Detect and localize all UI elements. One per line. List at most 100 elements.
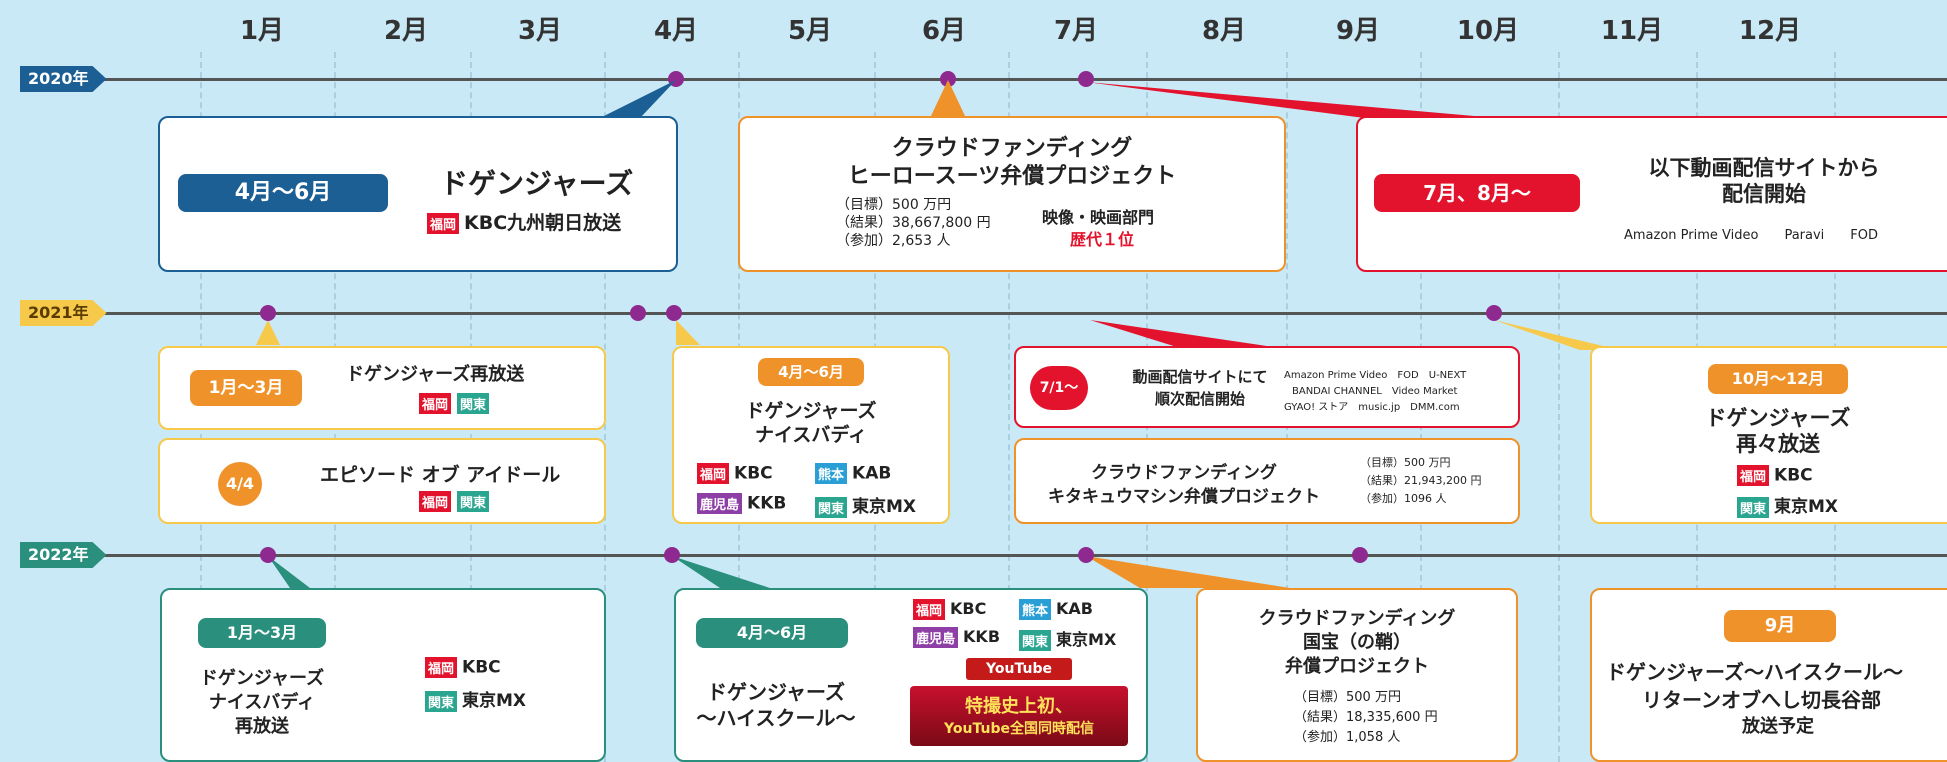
region-tag-kanto: 関東 bbox=[422, 688, 460, 714]
region-tags: 福岡関東 bbox=[416, 391, 494, 416]
goal-line: （目標）500 万円 bbox=[1294, 690, 1401, 705]
event-card-2020-crowdfunding: クラウドファンディング ヒーロースーツ弁償プロジェクト （目標）500 万円 （… bbox=[738, 116, 1286, 272]
period-badge: 7月、8月～ bbox=[1374, 174, 1580, 212]
region-tags: 福岡関東 bbox=[416, 489, 494, 514]
event-note: 放送予定 bbox=[1742, 716, 1814, 737]
special-note-banner: 特撮史上初、 YouTube全国同時配信 bbox=[910, 686, 1128, 746]
region-tag-fukuoka: 福岡 bbox=[694, 461, 732, 486]
event-marker bbox=[260, 547, 276, 563]
date-badge: 7/1～ bbox=[1030, 366, 1088, 410]
site-list: BANDAI CHANNEL Video Market bbox=[1292, 386, 1458, 397]
event-marker bbox=[1486, 305, 1502, 321]
event-marker bbox=[260, 305, 276, 321]
year-label-2022: 2022年 bbox=[20, 542, 107, 568]
event-marker bbox=[664, 547, 680, 563]
special-note-line: YouTube全国同時配信 bbox=[944, 721, 1094, 737]
goal-line: （目標）500 万円 bbox=[836, 197, 952, 213]
month-label: 7月 bbox=[1053, 16, 1099, 46]
month-divider bbox=[1008, 52, 1010, 762]
event-subtitle: リターンオブへし切長谷部 bbox=[1642, 688, 1881, 712]
month-label: 9月 bbox=[1335, 16, 1381, 46]
event-title: ドゲンジャーズ bbox=[707, 680, 845, 704]
result-line: （結果）18,335,600 円 bbox=[1294, 710, 1438, 725]
timeline-axis-2021 bbox=[30, 312, 1947, 315]
event-marker bbox=[1078, 71, 1094, 87]
event-note: 弁償プロジェクト bbox=[1285, 656, 1429, 677]
station-name: KKB bbox=[963, 627, 1001, 646]
region-tag-kanto: 関東 bbox=[1016, 628, 1054, 653]
event-card-2021-idol: 4/4 エピソード オブ アイドール 福岡関東 bbox=[158, 438, 606, 524]
region-tag-kanto: 関東 bbox=[455, 489, 492, 514]
month-label: 5月 bbox=[787, 16, 833, 46]
event-card-2022-special: 9月 ドゲンジャーズ～ハイスクール～ リターンオブへし切長谷部 放送予定 bbox=[1590, 588, 1947, 762]
station-name: KAB bbox=[852, 463, 892, 484]
year-label-2020: 2020年 bbox=[20, 66, 107, 92]
rank-text: 歴代１位 bbox=[1070, 230, 1135, 249]
month-label: 6月 bbox=[921, 16, 967, 46]
year-label-2021: 2021年 bbox=[20, 300, 107, 326]
region-tag-kagoshima: 鹿児島 bbox=[694, 491, 745, 516]
event-marker bbox=[1078, 547, 1094, 563]
region-tag-kanto: 関東 bbox=[455, 391, 492, 416]
event-title: 以下動画配信サイトから bbox=[1648, 156, 1880, 180]
event-title: 動画配信サイトにて bbox=[1132, 368, 1268, 386]
event-title: ドゲンジャーズ bbox=[199, 668, 325, 689]
event-title: クラウドファンディング bbox=[1091, 463, 1277, 483]
date-badge: 4/4 bbox=[218, 462, 262, 506]
station-name: KBC bbox=[1774, 465, 1813, 486]
site-list: Amazon Prime Video FOD U-NEXT bbox=[1284, 370, 1467, 381]
event-marker bbox=[1352, 547, 1368, 563]
station-name: KBC bbox=[462, 657, 501, 678]
month-label: 12月 bbox=[1738, 16, 1802, 46]
event-title: ドゲンジャーズ bbox=[1705, 406, 1851, 430]
event-card-2021-rerun: 1月～3月 ドゲンジャーズ再放送 福岡関東 bbox=[158, 346, 606, 430]
event-subtitle: ナイスバディ bbox=[208, 692, 316, 713]
month-divider bbox=[1558, 52, 1560, 762]
rank-category: 映像・映画部門 bbox=[1042, 208, 1155, 227]
event-title: クラウドファンディング bbox=[891, 136, 1133, 161]
station-name: 東京MX bbox=[1056, 630, 1117, 649]
month-label: 1月 bbox=[239, 16, 285, 46]
station-line: 関東東京MX bbox=[422, 686, 527, 714]
station-name: KKB bbox=[747, 493, 787, 514]
period-badge: 10月～12月 bbox=[1708, 364, 1848, 394]
station-name: 東京MX bbox=[462, 691, 527, 711]
timeline-axis-2020 bbox=[30, 78, 1947, 81]
special-note-line: 特撮史上初、 bbox=[965, 696, 1073, 717]
station-name: KBC九州朝日放送 bbox=[464, 212, 622, 234]
station-name: 東京MX bbox=[852, 497, 917, 517]
event-note: 再放送 bbox=[235, 716, 289, 737]
result-line: （結果）21,943,200 円 bbox=[1360, 474, 1482, 487]
participants-line: （参加）2,653 人 bbox=[836, 233, 951, 249]
youtube-badge: YouTube bbox=[966, 658, 1072, 680]
region-tag-fukuoka: 福岡 bbox=[424, 211, 462, 236]
station-line: 関東東京MX bbox=[812, 492, 917, 520]
month-label: 4月 bbox=[653, 16, 699, 46]
event-title: クラウドファンディング bbox=[1258, 608, 1456, 629]
event-title: ドゲンジャーズ bbox=[745, 400, 877, 422]
event-card-2020-streaming: 7月、8月～ 以下動画配信サイトから 配信開始 Amazon Prime Vid… bbox=[1356, 116, 1947, 272]
period-badge: 1月～3月 bbox=[190, 370, 302, 406]
event-subtitle: ナイスバディ bbox=[754, 424, 868, 446]
event-subtitle: 国宝（の鞘） bbox=[1303, 632, 1411, 653]
region-tag-fukuoka: 福岡 bbox=[910, 597, 948, 622]
participants-line: （参加）1096 人 bbox=[1360, 492, 1447, 505]
region-tag-kumamoto: 熊本 bbox=[812, 461, 850, 486]
event-subtitle: 再々放送 bbox=[1736, 432, 1820, 456]
event-title: ドゲンジャーズ～ハイスクール～ bbox=[1606, 660, 1903, 684]
period-badge: 9月 bbox=[1724, 610, 1836, 642]
participants-line: （参加）1,058 人 bbox=[1294, 730, 1401, 745]
month-label: 10月 bbox=[1456, 16, 1520, 46]
region-tag-fukuoka: 福岡 bbox=[1734, 463, 1772, 488]
